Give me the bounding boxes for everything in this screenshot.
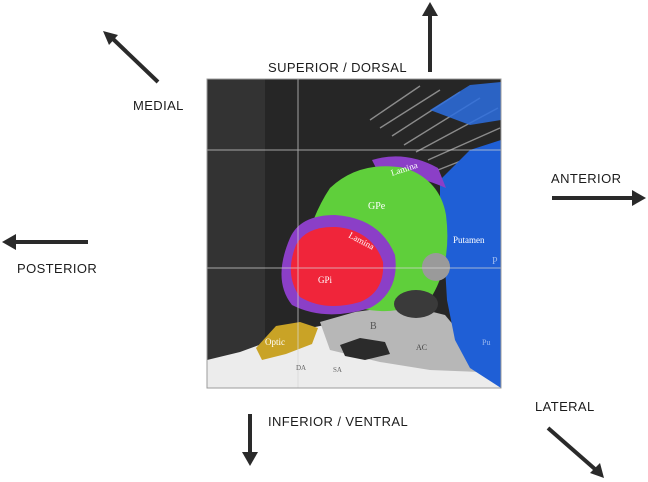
label-gpe: GPe	[368, 201, 386, 212]
label-da: DA	[296, 364, 306, 372]
label-b: B	[370, 321, 377, 332]
putamen-region	[440, 140, 501, 388]
arrow-posterior-icon	[2, 234, 88, 250]
grid-lines	[207, 79, 501, 388]
label-sa: SA	[333, 366, 342, 374]
histology-image	[207, 79, 501, 388]
label-putamen: Putamen	[453, 235, 485, 245]
direction-label-posterior: POSTERIOR	[17, 261, 98, 276]
optic-region	[256, 322, 318, 360]
dark-blob-bottom	[340, 338, 390, 360]
image-frame	[206, 78, 502, 389]
label-pu: Pu	[482, 338, 490, 347]
direction-label-inferior: INFERIOR / VENTRAL	[268, 414, 409, 429]
gpi-region	[290, 226, 384, 306]
arrow-lateral-icon	[546, 426, 604, 478]
direction-label-medial: MEDIAL	[133, 98, 184, 113]
dark-oval	[394, 290, 438, 318]
label-optic: Optic	[265, 337, 285, 347]
arrow-anterior-icon	[552, 190, 646, 206]
label-ac: AC	[416, 343, 427, 352]
arrow-superior-icon	[422, 2, 438, 72]
label-gpi: GPi	[318, 275, 333, 285]
arrow-inferior-icon	[242, 414, 258, 466]
direction-label-superior: SUPERIOR / DORSAL	[268, 60, 407, 75]
gray-oval	[422, 253, 450, 281]
direction-label-lateral: LATERAL	[535, 399, 595, 414]
direction-label-anterior: ANTERIOR	[551, 171, 622, 186]
blue-streaks-top	[430, 82, 501, 125]
label-p: P	[492, 256, 498, 267]
left-strip	[207, 79, 265, 388]
arrow-medial-icon	[103, 31, 160, 84]
